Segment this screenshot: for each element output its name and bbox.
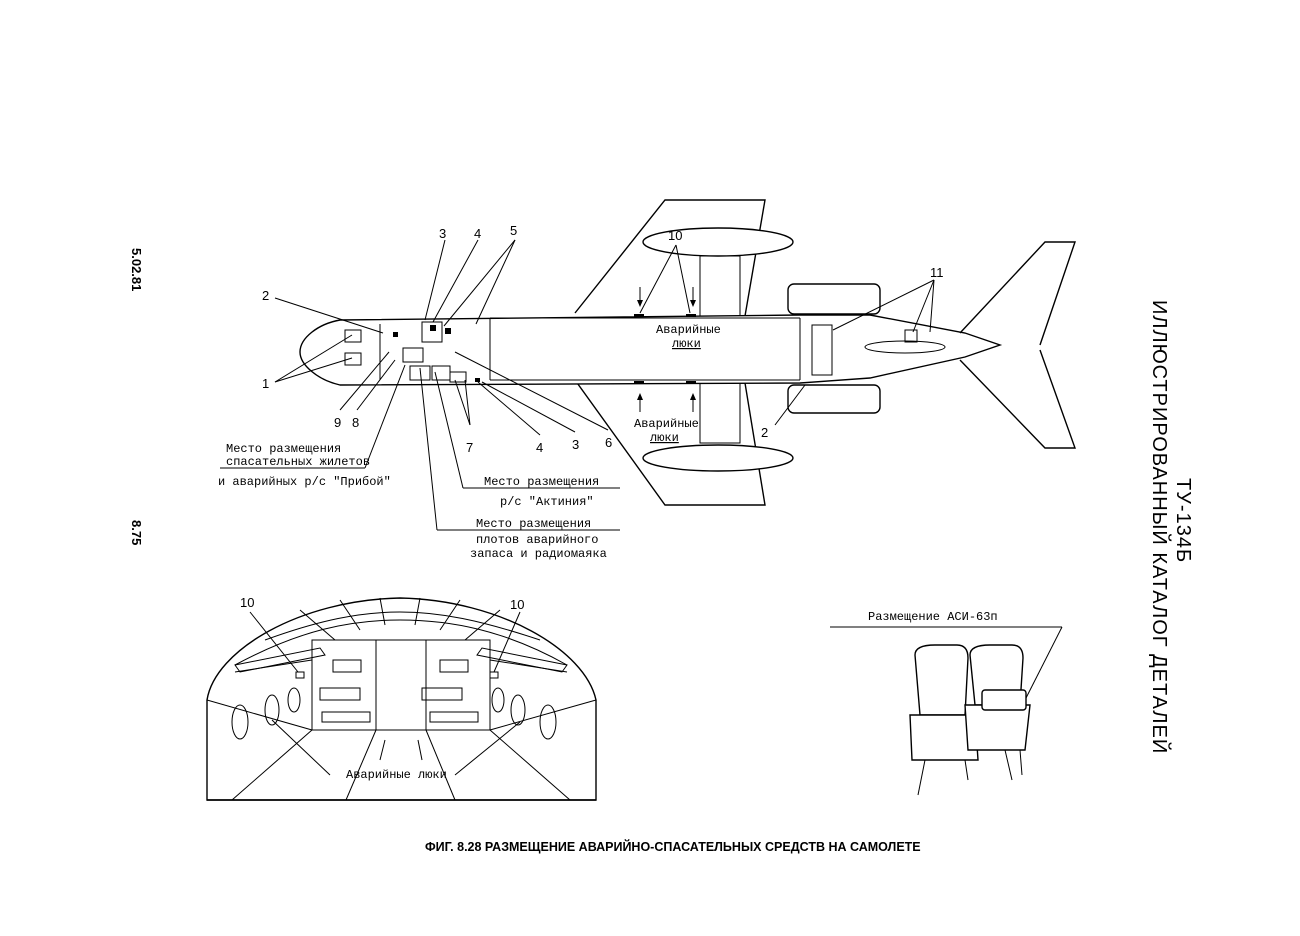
figure-caption: ФИГ. 8.28 РАЗМЕЩЕНИЕ АВАРИЙНО-СПАСАТЕЛЬН…	[425, 839, 921, 854]
hatches-top-line1: Аварийные	[656, 323, 721, 337]
engine-nacelle-upper	[787, 283, 881, 315]
horizontal-stabilizer-upper	[959, 241, 1076, 346]
callout-3-bottom: 3	[572, 437, 579, 452]
callout-8: 8	[352, 415, 359, 430]
cabin-callout-10-left: 10	[240, 595, 254, 610]
cabin-outline	[206, 597, 597, 801]
callout-7: 7	[466, 440, 473, 455]
note-vests-line2: спасательных жилетов	[226, 455, 370, 469]
upper-wing	[574, 199, 766, 317]
side-title-subtitle: ИЛЛЮСТРИРОВАННЫЙ КАТАЛОГ ДЕТАЛЕЙ	[1148, 300, 1172, 754]
callout-4-top: 4	[474, 226, 481, 241]
hatches-bottom-line1: Аварийные	[634, 417, 699, 431]
seat-label: Размещение АСИ-63п	[868, 610, 998, 624]
note-rafts-line3: запаса и радиомаяка	[470, 547, 607, 561]
seat-view: Размещение АСИ-63п	[830, 610, 1063, 796]
note-rafts-line2: плотов аварийного	[476, 533, 598, 547]
side-title-model: ТУ-134Б	[1172, 478, 1194, 563]
aircraft-plan-view: 2 3 4 5 10 11 1 9 8 7 4 3 6 2 Аварийные …	[218, 199, 1076, 561]
note-vests-line1: Место размещения	[226, 442, 341, 456]
cabin-interior-view: 10 10 Аварийные люки	[206, 595, 597, 801]
note-actinia-line2: р/с "Актиния"	[500, 495, 594, 509]
lower-pylon-tank	[642, 444, 794, 472]
hatches-bottom-line2: люки	[650, 431, 679, 445]
cabin-hatches-label: Аварийные люки	[346, 768, 447, 782]
margin-date: 5.02.81	[129, 248, 144, 291]
callout-5-top: 5	[510, 223, 517, 238]
callout-6: 6	[605, 435, 612, 450]
cabin-callout-10-right: 10	[510, 597, 524, 612]
callout-9: 9	[334, 415, 341, 430]
note-rafts-line1: Место размещения	[476, 517, 591, 531]
callout-2-top: 2	[262, 288, 269, 303]
hatches-top-line2: люки	[672, 337, 701, 351]
callout-10-top: 10	[668, 228, 682, 243]
note-vests-line3: и аварийных р/с "Прибой"	[218, 475, 391, 489]
callout-11: 11	[930, 265, 944, 280]
callout-1: 1	[262, 376, 269, 391]
lower-wing	[574, 379, 766, 506]
upper-pylon-tank	[642, 227, 794, 257]
leader-lines	[220, 239, 935, 531]
margin-page-number: 8.75	[129, 520, 144, 545]
engine-nacelle-lower	[787, 384, 881, 414]
horizontal-stabilizer-lower	[959, 349, 1076, 449]
callout-2-bottom: 2	[761, 425, 768, 440]
note-actinia-line1: Место размещения	[484, 475, 599, 489]
fuselage	[299, 314, 1003, 386]
callout-4-bottom: 4	[536, 440, 543, 455]
callout-3-top: 3	[439, 226, 446, 241]
